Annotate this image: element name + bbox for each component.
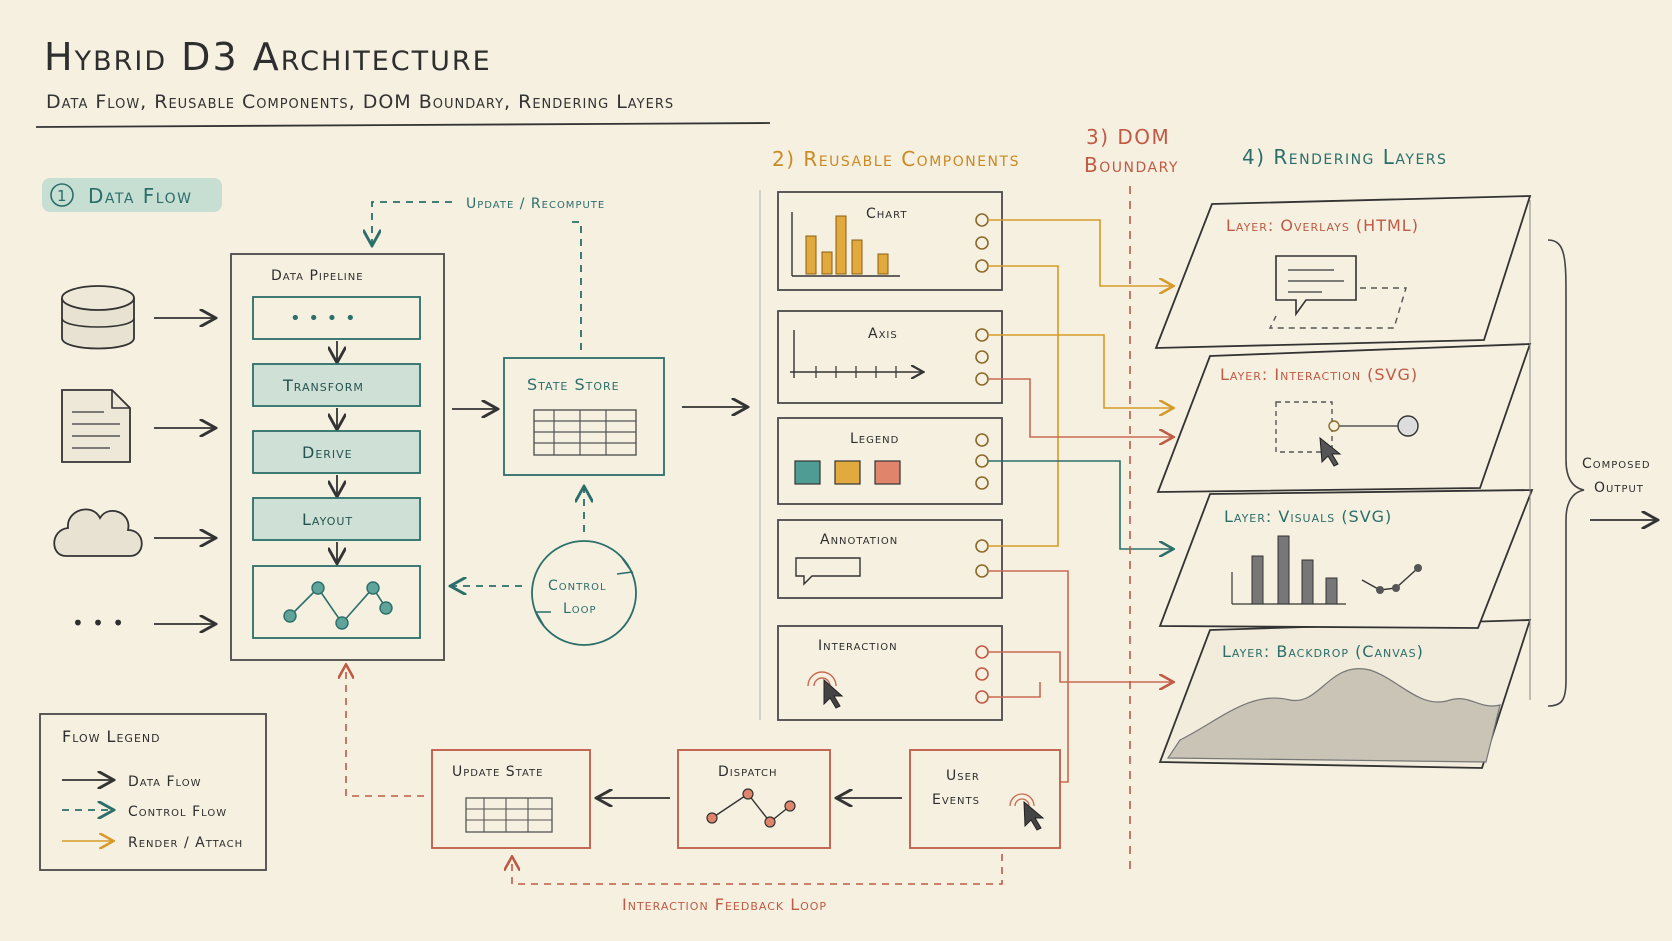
page-subtitle: Data Flow, Reusable Components, DOM Boun…: [46, 91, 674, 113]
pointer-click-icon: [807, 671, 844, 709]
composed-output-label-1: Composed: [1582, 456, 1651, 472]
interaction-to-backdrop-line: [988, 651, 1172, 682]
layout-step: [252, 497, 421, 541]
legend-render-attach-label: Render / Attach: [128, 835, 243, 851]
control-loop-label-1: Control: [548, 578, 607, 594]
interaction-to-backdrop-line-2: [988, 682, 1041, 698]
dispatch-graph-icon: [706, 788, 796, 828]
section-data-flow: Data Flow: [88, 184, 192, 208]
legend-control-flow-label: Control Flow: [128, 804, 227, 820]
interaction-feedback-loop-label: Interaction Feedback Loop: [622, 895, 827, 914]
component-interaction: Interaction: [777, 625, 1003, 721]
component-axis-label: Axis: [868, 326, 898, 342]
document-icon: [61, 389, 131, 463]
raw-data-dots: • • • •: [290, 308, 357, 329]
section-reusable-components: 2) Reusable Components: [772, 147, 1020, 171]
component-interaction-label: Interaction: [818, 638, 898, 654]
component-legend-label: Legend: [850, 431, 899, 447]
state-table-icon: [533, 409, 637, 456]
layer-backdrop: Layer: Backdrop (Canvas): [1158, 619, 1532, 769]
state-store-label: State Store: [527, 375, 620, 394]
derive-step: [252, 430, 421, 474]
transform-label: Transform: [282, 376, 364, 395]
layer-interaction-label: Layer: Interaction (SVG): [1220, 365, 1418, 384]
flow-legend-box: [39, 713, 267, 871]
update-state-table-icon: [465, 797, 553, 833]
user-events-box: [909, 749, 1061, 849]
more-sources-ellipsis: • • •: [72, 611, 125, 635]
legend-to-visuals-line: [988, 460, 1172, 549]
dispatch-box: [677, 749, 831, 849]
component-axis: Axis: [777, 310, 1003, 404]
section-dom-boundary-line2: Boundary: [1084, 153, 1179, 177]
transform-step: [252, 363, 421, 407]
update-recompute-label: Update / Recompute: [466, 196, 605, 212]
composed-output-label-2: Output: [1594, 480, 1644, 496]
layer-visuals: Layer: Visuals (SVG): [1158, 489, 1534, 629]
section-dom-boundary-line1: 3) DOM: [1086, 125, 1170, 149]
layer-interaction: Layer: Interaction (SVG): [1156, 343, 1532, 493]
section-rendering-layers: 4) Rendering Layers: [1242, 145, 1447, 169]
section-number: 1: [57, 187, 68, 205]
section-number-badge: [50, 183, 74, 207]
update-state-label: Update State: [452, 764, 543, 780]
component-annotation: Annotation: [777, 519, 1003, 599]
component-chart-label: Chart: [866, 206, 907, 222]
legend-data-flow-label: Data Flow: [128, 774, 202, 790]
control-loop-label-2: Loop: [563, 601, 597, 617]
recompute-line-up: [566, 221, 582, 350]
control-loop-arrowhead-2: [534, 611, 551, 627]
graph-network-icon: [283, 581, 393, 630]
axis-to-interaction-line: [988, 334, 1172, 408]
flow-legend-title: Flow Legend: [62, 727, 161, 746]
data-flow-highlight: [42, 178, 222, 212]
raw-data-box: [252, 296, 421, 340]
component-annotation-label: Annotation: [820, 532, 898, 548]
layer-overlays: Layer: Overlays (HTML): [1154, 195, 1532, 349]
layout-label: Layout: [302, 510, 353, 529]
control-loop-circle: [531, 540, 637, 646]
layer-overlays-label: Layer: Overlays (HTML): [1226, 216, 1419, 235]
user-events-pointer-icon: [1009, 793, 1045, 831]
user-events-label-1: User: [946, 768, 980, 784]
derive-label: Derive: [302, 443, 353, 462]
data-pipeline-title: Data Pipeline: [271, 268, 364, 284]
composed-output-brace: [1547, 239, 1585, 707]
axis-to-interaction-red-line: [988, 378, 1172, 437]
database-icon: [61, 285, 135, 350]
recompute-line-down: [372, 201, 452, 244]
title-underline: [35, 122, 771, 128]
page-title: Hybrid D3 Architecture: [44, 35, 492, 79]
chart-to-annotation-line: [988, 265, 1059, 547]
feedback-loop-line: [512, 854, 1003, 885]
layer-backdrop-label: Layer: Backdrop (Canvas): [1222, 642, 1424, 661]
control-loop-arrowhead-1: [616, 557, 634, 575]
graph-output-box: [252, 565, 421, 639]
component-chart: Chart: [777, 191, 1003, 291]
update-to-pipeline-arrow: [346, 666, 424, 797]
component-legend: Legend: [777, 417, 1003, 505]
user-events-label-2: Events: [932, 792, 980, 808]
chart-to-overlays-line: [988, 219, 1172, 286]
layer-visuals-label: Layer: Visuals (SVG): [1224, 507, 1392, 526]
cloud-icon: [53, 508, 143, 557]
dispatch-label: Dispatch: [718, 764, 778, 780]
